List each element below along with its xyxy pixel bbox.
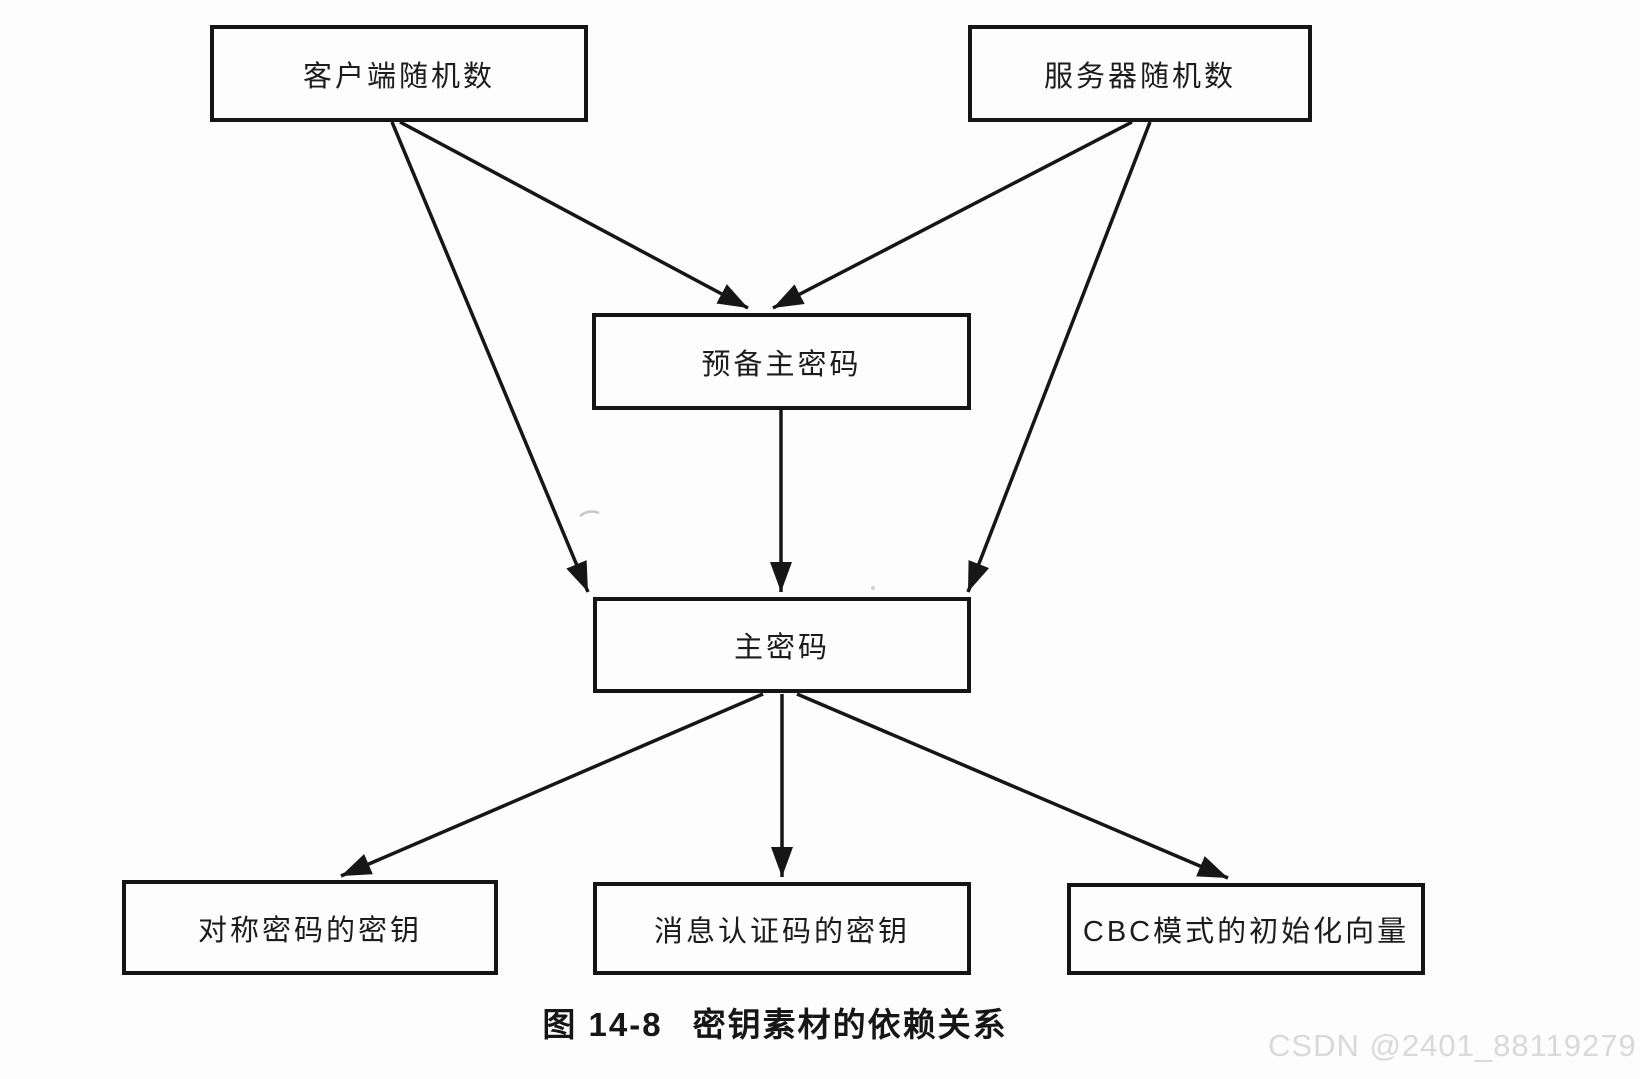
csdn-watermark: CSDN @2401_88119279 [1268, 1028, 1637, 1063]
node-cbc-iv: CBC模式的初始化向量 [1067, 883, 1425, 975]
node-premaster-secret-label: 预备主密码 [701, 348, 862, 381]
node-server-random: 服务器随机数 [968, 25, 1312, 122]
node-mac-key-label: 消息认证码的密钥 [653, 915, 910, 948]
node-mac-key: 消息认证码的密钥 [593, 882, 971, 975]
node-cbc-iv-label: CBC模式的初始化向量 [1082, 916, 1410, 948]
edge-master-to-symmetric-key [340, 692, 764, 878]
node-symmetric-key-label: 对称密码的密钥 [197, 914, 422, 947]
node-client-random: 客户端随机数 [210, 25, 588, 122]
figure-title: 密钥素材的依赖关系 [692, 1006, 1008, 1043]
node-symmetric-key: 对称密码的密钥 [122, 880, 498, 975]
figure-caption: 图 14-8 密钥素材的依赖关系 [540, 998, 1010, 1046]
figure-number: 图 14-8 [542, 1006, 663, 1043]
node-master-secret-label: 主密码 [733, 632, 830, 664]
edge-client-random-to-master [390, 121, 590, 593]
node-premaster-secret: 预备主密码 [592, 313, 971, 410]
edge-server-random-to-master [966, 121, 1152, 593]
node-client-random-label: 客户端随机数 [302, 60, 495, 93]
edge-server-random-to-premaster [772, 120, 1133, 310]
node-master-secret: 主密码 [593, 597, 971, 693]
edge-master-to-cbc-iv [796, 692, 1229, 880]
edge-client-random-to-premaster [399, 120, 749, 310]
node-server-random-label: 服务器随机数 [1043, 60, 1236, 93]
